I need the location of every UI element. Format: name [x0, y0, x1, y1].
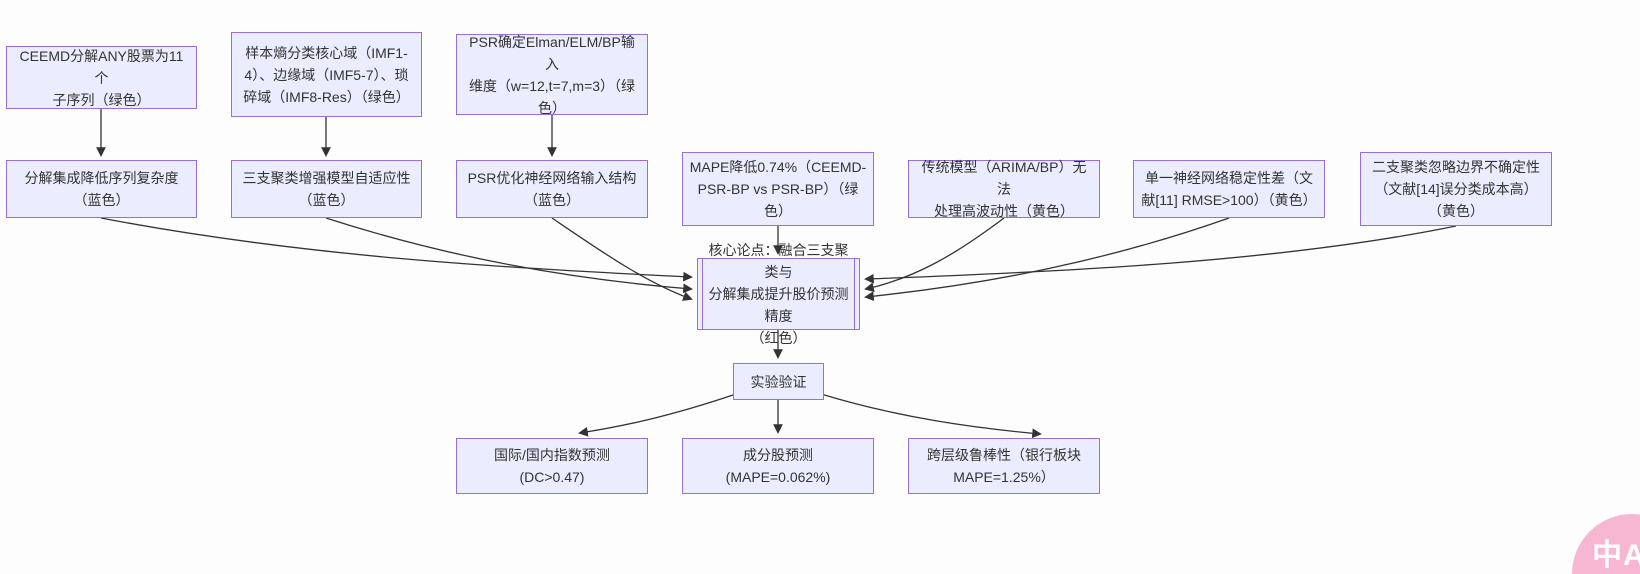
node-index-prediction: 国际/国内指数预测 (DC>0.47) — [456, 438, 648, 494]
edge-decomp-to-core — [100, 217, 693, 282]
node-two-way-clustering-limit: 二支聚类忽略边界不确定性 （文献[14]误分类成本高） （黄色） — [1360, 152, 1552, 226]
edge-traditional-to-core — [864, 217, 1005, 293]
node-psr-input-dimension: PSR确定Elman/ELM/BP输入 维度（w=12,t=7,m=3）（绿 色… — [456, 34, 648, 116]
edge-experiment-to-index — [578, 393, 737, 437]
node-core-thesis: 核心论点：融合三支聚类与 分解集成提升股价预测精度 （红色） — [697, 242, 860, 346]
node-constituent-prediction: 成分股预测 (MAPE=0.062%) — [682, 438, 874, 494]
node-cross-level-robustness: 跨层级鲁棒性（银行板块 MAPE=1.25%） — [908, 438, 1100, 494]
edge-experiment-to-robustness — [820, 393, 1042, 439]
node-psr-optimization: PSR优化神经网络输入结构 （蓝色） — [456, 160, 648, 218]
node-sample-entropy: 样本熵分类核心域（IMF1- 4）、边缘域（IMF5-7）、琐 碎域（IMF8-… — [231, 32, 422, 117]
node-traditional-model-limit: 传统模型（ARIMA/BP）无法 处理高波动性（黄色） — [908, 159, 1100, 219]
node-ceemd-decomposition: CEEMD分解ANY股票为11个 子序列（绿色） — [6, 46, 197, 109]
edge-twoway-to-core — [864, 225, 1457, 284]
edge-psropt-to-core — [551, 217, 693, 301]
node-three-way-clustering: 三支聚类增强模型自适应性 （蓝色） — [231, 160, 422, 218]
node-decomposition-ensemble: 分解集成降低序列复杂度 （蓝色） — [6, 160, 197, 218]
edge-singlenn-to-core — [864, 217, 1230, 302]
translate-badge-button[interactable]: 中A — [1572, 514, 1640, 574]
node-mape-reduction: MAPE降低0.74%（CEEMD- PSR-BP vs PSR-BP）（绿 色… — [682, 152, 874, 226]
translate-icon: 中A — [1592, 539, 1640, 572]
node-single-nn-instability: 单一神经网络稳定性差（文 献[11] RMSE>100）（黄色） — [1133, 160, 1325, 218]
edge-threeway-to-core — [325, 217, 693, 294]
node-experiment-validation: 实验验证 — [733, 363, 824, 400]
